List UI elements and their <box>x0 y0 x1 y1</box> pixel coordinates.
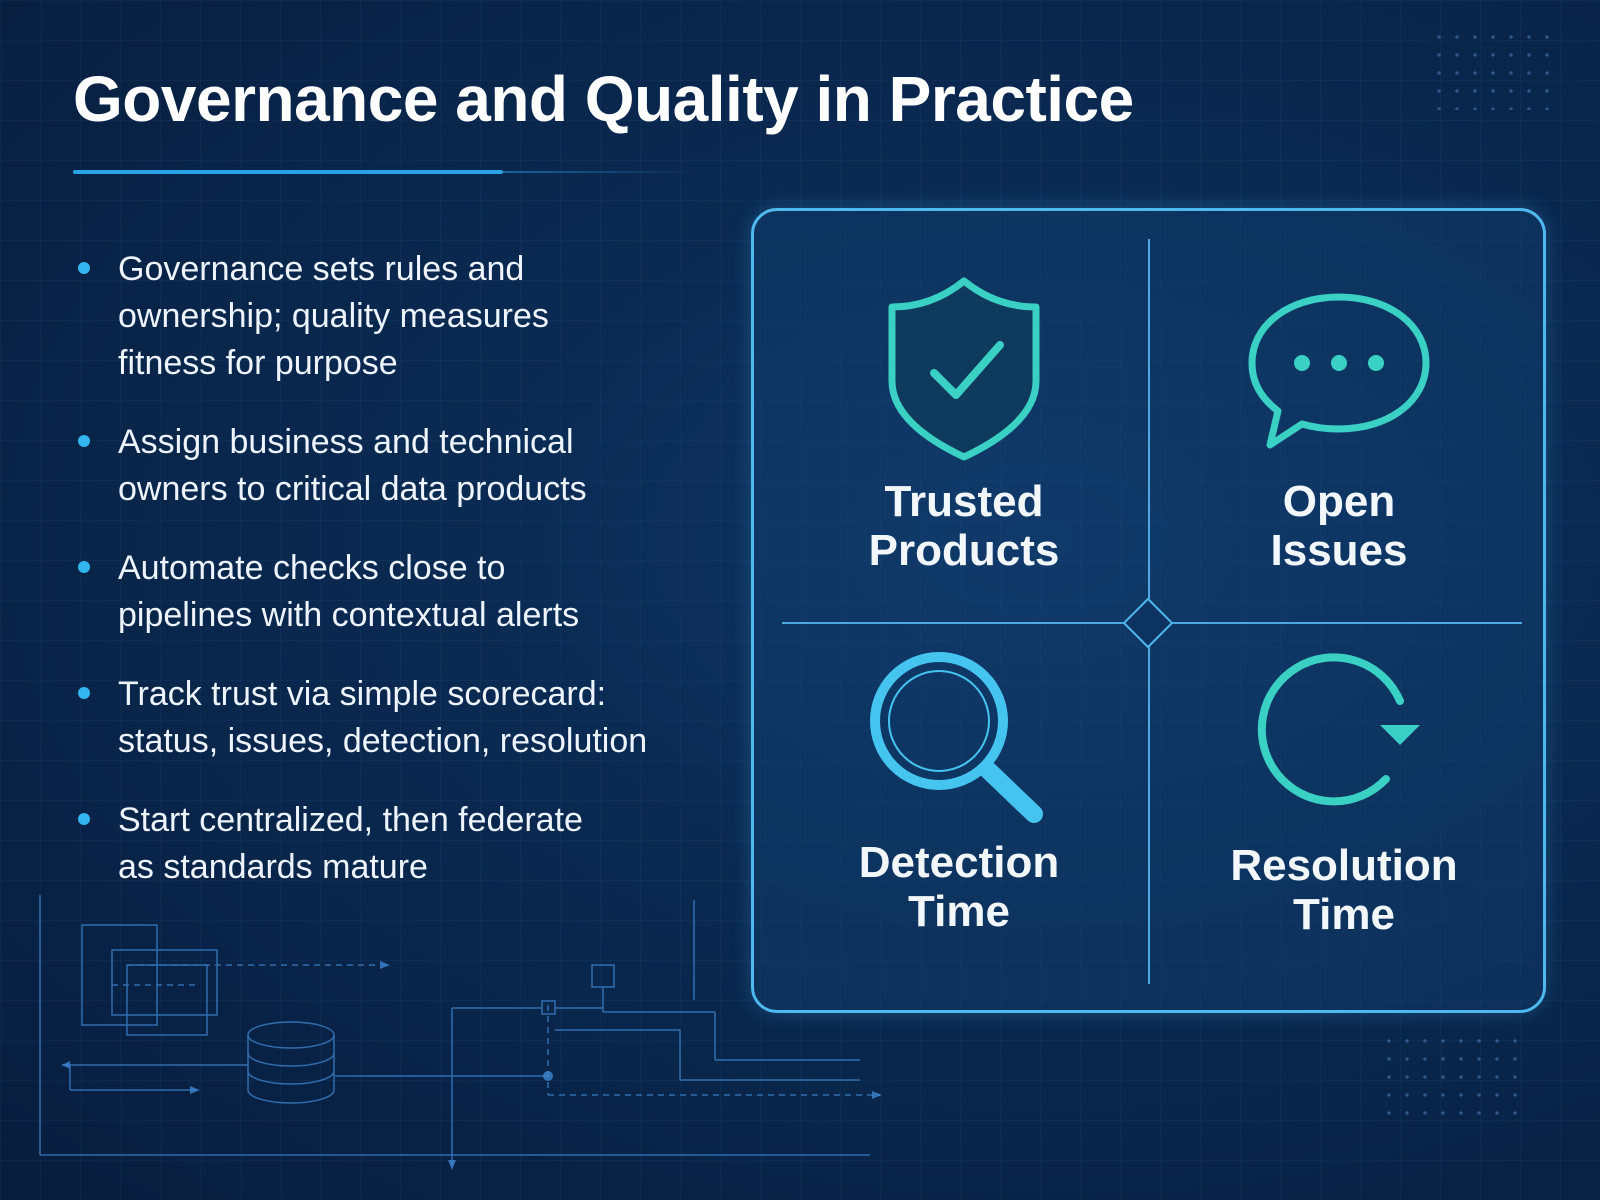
bullet-dot <box>78 813 90 825</box>
flow-box <box>81 924 158 1026</box>
bullet-line: fitness for purpose <box>118 344 398 382</box>
quadrant-label: Resolution <box>1230 841 1458 890</box>
bullet-item: Automate checks close to pipelines with … <box>78 545 658 639</box>
quadrant-resolution-time: Resolution Time <box>1174 651 1514 939</box>
bullet-item: Assign business and technical owners to … <box>78 419 658 513</box>
bullet-dot <box>78 435 90 447</box>
page-title: Governance and Quality in Practice <box>73 63 1134 135</box>
bullet-line: pipelines with contextual alerts <box>118 596 580 634</box>
dot-pattern-top-right <box>1430 28 1560 110</box>
bullet-line: Track trust via simple scorecard: <box>118 675 607 713</box>
bullet-line: as standards mature <box>118 848 428 886</box>
bullet-line: ownership; quality measures <box>118 297 549 335</box>
bullet-text: Assign business and technical owners to … <box>118 419 658 513</box>
scorecard-panel: Trusted Products Open Issues Detection T… <box>751 208 1546 1013</box>
bullet-item: Track trust via simple scorecard: status… <box>78 671 658 765</box>
title-underline <box>73 170 503 174</box>
bullet-list: Governance sets rules and ownership; qua… <box>78 246 658 923</box>
bullet-text: Track trust via simple scorecard: status… <box>118 671 658 765</box>
quadrant-trusted-products: Trusted Products <box>814 273 1114 575</box>
flow-node <box>591 964 615 988</box>
bullet-item: Start centralized, then federate as stan… <box>78 797 658 891</box>
bullet-line: owners to critical data products <box>118 470 587 508</box>
bullet-line: Governance sets rules and <box>118 250 525 288</box>
shield-check-icon <box>888 277 1040 461</box>
title-underline-fade <box>503 171 703 173</box>
bullet-text: Automate checks close to pipelines with … <box>118 545 658 639</box>
bullet-dot <box>78 262 90 274</box>
quadrant-label: Trusted <box>884 477 1044 526</box>
bullet-line: Automate checks close to <box>118 549 506 587</box>
quadrant-label: Time <box>908 887 1010 936</box>
flow-box <box>126 964 208 1036</box>
refresh-arrow-icon <box>1257 653 1420 806</box>
flow-box <box>111 949 218 1016</box>
quadrant-label: Issues <box>1270 526 1408 575</box>
quadrant-label: Products <box>868 526 1060 575</box>
quadrant-detection-time: Detection Time <box>809 649 1109 936</box>
bullet-text: Start centralized, then federate as stan… <box>118 797 658 891</box>
quadrant-open-issues: Open Issues <box>1184 287 1494 575</box>
dot-pattern-bottom-right <box>1380 1032 1530 1124</box>
bullet-item: Governance sets rules and ownership; qua… <box>78 246 658 387</box>
chat-bubble-icon <box>1248 293 1430 449</box>
center-diamond <box>1122 597 1174 649</box>
bullet-dot <box>78 561 90 573</box>
bullet-dot <box>78 687 90 699</box>
quadrant-label: Detection <box>858 838 1060 887</box>
bullet-text: Governance sets rules and ownership; qua… <box>118 246 658 387</box>
quadrant-label: Open <box>1282 477 1396 526</box>
bullet-line: Start centralized, then federate <box>118 801 583 839</box>
magnifier-icon <box>870 652 1043 823</box>
data-flow-decoration <box>39 895 882 1170</box>
bullet-line: status, issues, detection, resolution <box>118 722 648 760</box>
bullet-line: Assign business and technical <box>118 423 574 461</box>
quadrant-label: Time <box>1293 890 1395 939</box>
